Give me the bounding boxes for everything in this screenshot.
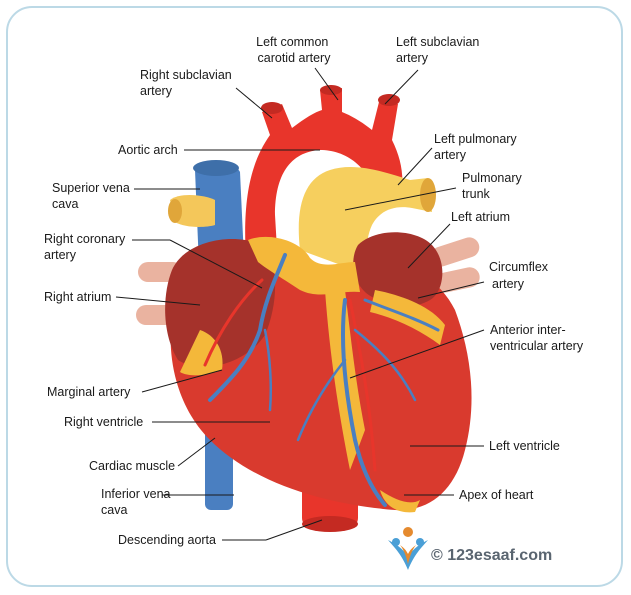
watermark-logo — [388, 527, 428, 570]
label-apex-of-heart: Apex of heart — [459, 488, 534, 502]
heart-body — [165, 232, 472, 513]
label-descending-aorta: Descending aorta — [118, 533, 216, 547]
label-right-subclavian-artery: Right subclavian artery — [140, 68, 235, 98]
label-circumflex-artery: Circumflex artery — [489, 260, 552, 291]
label-marginal-artery: Marginal artery — [47, 385, 131, 399]
label-cardiac-muscle: Cardiac muscle — [89, 459, 175, 473]
label-left-ventricle: Left ventricle — [489, 439, 560, 453]
labels: Left common carotid artery Left subclavi… — [44, 35, 584, 547]
right-atrium-shape — [165, 238, 276, 367]
label-aortic-arch: Aortic arch — [118, 143, 178, 157]
label-right-coronary-artery: Right coronary artery — [44, 232, 129, 262]
label-left-atrium: Left atrium — [451, 210, 510, 224]
label-left-subclavian-artery: Left subclavian artery — [396, 35, 483, 65]
leader-lines — [115, 67, 485, 541]
label-left-pulmonary-artery: Left pulmonary artery — [434, 132, 520, 162]
label-right-ventricle: Right ventricle — [64, 415, 143, 429]
label-inferior-vena-cava: Inferior vena cava — [101, 487, 174, 517]
watermark-text: © 123esaaf.com — [431, 547, 552, 564]
left-atrium-shape — [353, 232, 443, 307]
coronary-vessels — [203, 253, 440, 507]
label-pulmonary-trunk: Pulmonary trunk — [462, 171, 525, 201]
label-left-common-carotid-artery: Left common carotid artery — [256, 35, 332, 65]
pulmonary-trunk-vessel — [298, 167, 436, 275]
label-right-atrium: Right atrium — [44, 290, 111, 304]
label-anterior-interventricular-artery: Anterior inter- ventricular artery — [490, 323, 584, 353]
label-superior-vena-cava: Superior vena cava — [52, 181, 133, 211]
